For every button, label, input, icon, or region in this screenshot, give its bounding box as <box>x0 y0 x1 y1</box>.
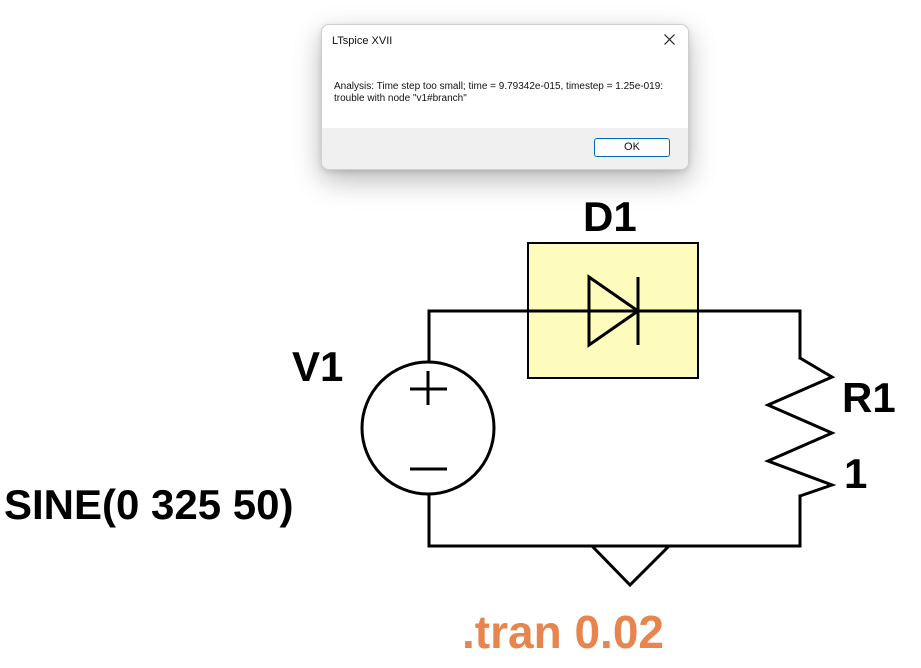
wire-top-left <box>427 309 530 364</box>
wire-bottom <box>427 493 802 548</box>
close-icon <box>663 34 675 45</box>
diode-anode-triangle <box>587 274 641 348</box>
diode-d1[interactable] <box>527 242 699 379</box>
wire-top-right <box>696 309 802 360</box>
ground-triangle <box>588 544 673 588</box>
voltage-source-v1[interactable] <box>360 360 496 496</box>
source-circle <box>360 360 496 496</box>
close-button[interactable] <box>655 28 683 52</box>
ok-button[interactable]: OK <box>594 138 670 157</box>
resistor-value[interactable]: 1 <box>844 450 868 497</box>
diode-label[interactable]: D1 <box>583 193 637 240</box>
resistor-r1[interactable] <box>764 356 837 498</box>
source-value[interactable]: SINE(0 325 50) <box>4 481 294 528</box>
error-dialog: LTspice XVII Analysis: Time step too sma… <box>321 24 689 170</box>
spice-directive[interactable]: .tran 0.02 <box>462 606 664 658</box>
dialog-footer: OK <box>322 128 688 169</box>
resistor-zigzag <box>764 356 837 498</box>
resistor-label[interactable]: R1 <box>842 374 896 421</box>
dialog-message: Analysis: Time step too small; time = 9.… <box>334 81 664 104</box>
ground-symbol[interactable] <box>588 544 673 588</box>
dialog-title: LTspice XVII <box>332 35 393 47</box>
source-label[interactable]: V1 <box>292 343 344 390</box>
